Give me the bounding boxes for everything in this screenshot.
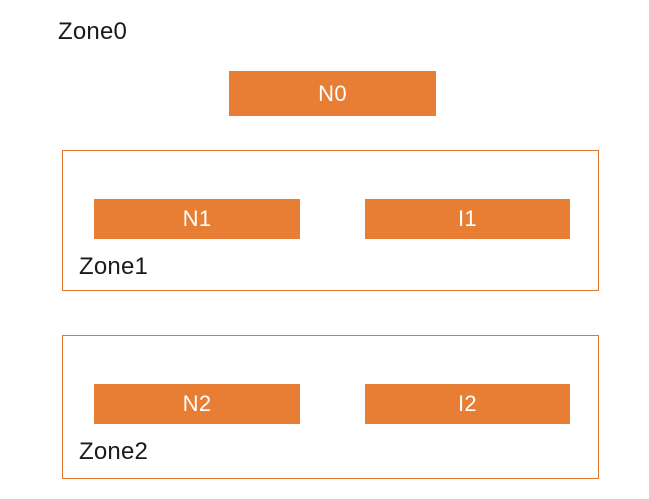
- node-i2[interactable]: I2: [365, 384, 570, 424]
- zone2-container[interactable]: [62, 335, 599, 479]
- node-n1-label: N1: [182, 206, 212, 231]
- node-n2-label: N2: [182, 391, 212, 416]
- node-i1-label: I1: [458, 206, 477, 231]
- node-n1[interactable]: N1: [94, 199, 300, 239]
- node-i2-label: I2: [458, 391, 477, 416]
- node-i1[interactable]: I1: [365, 199, 570, 239]
- node-n0-label: N0: [318, 80, 347, 106]
- zone1-label: Zone1: [79, 253, 149, 280]
- zone1-container[interactable]: [62, 150, 599, 291]
- node-n0[interactable]: N0: [229, 71, 436, 116]
- node-n2[interactable]: N2: [94, 384, 300, 424]
- zone0-label: Zone0: [58, 18, 128, 45]
- zone2-label: Zone2: [79, 438, 149, 465]
